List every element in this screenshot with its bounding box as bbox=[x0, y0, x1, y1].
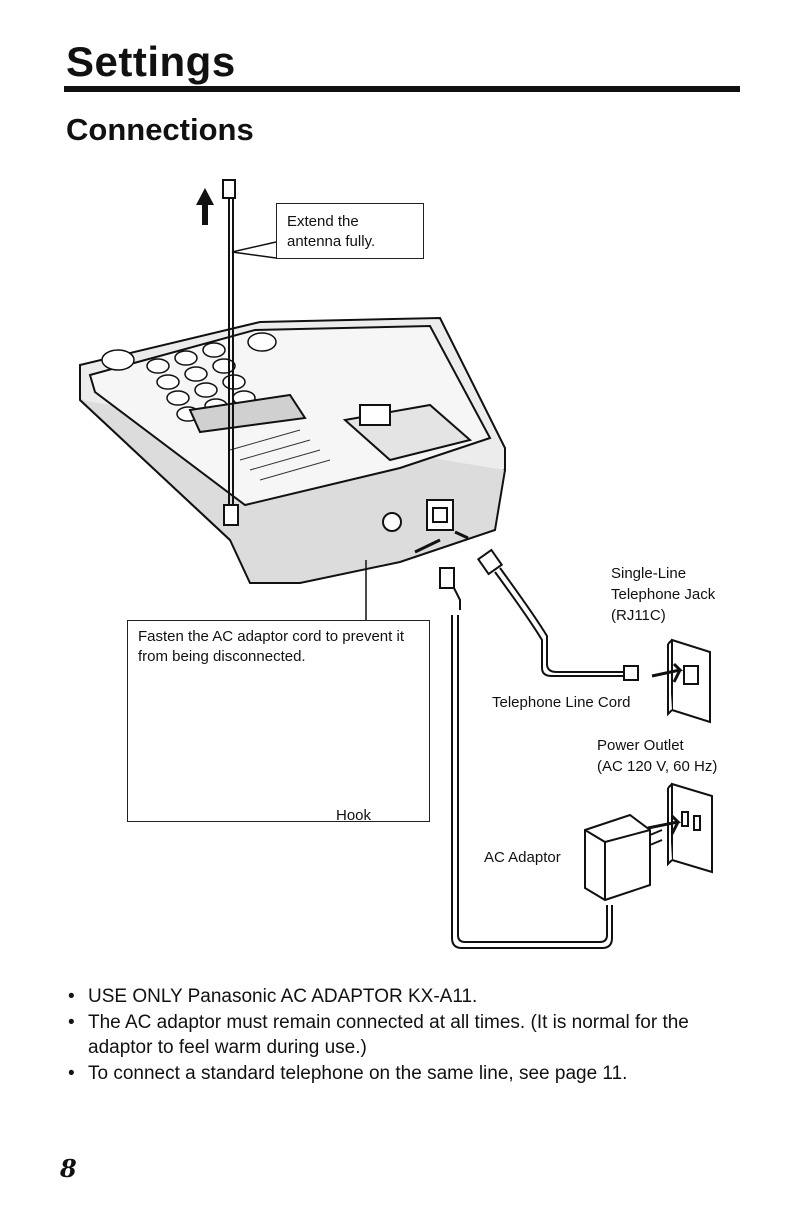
power-outlet-label: Power Outlet (AC 120 V, 60 Hz) bbox=[597, 735, 717, 777]
up-arrow-icon bbox=[196, 188, 214, 225]
hook-label: Hook bbox=[336, 807, 372, 824]
fasten-cord-callout-text: Fasten the AC adaptor cord to prevent it… bbox=[138, 628, 404, 665]
telephone-line-cord-label: Telephone Line Cord bbox=[492, 694, 631, 711]
page-number: 8 bbox=[60, 1154, 77, 1183]
ac-adaptor-illustration bbox=[584, 813, 663, 902]
ac-adaptor-label: AC Adaptor bbox=[484, 849, 561, 866]
page-title: Settings bbox=[66, 38, 236, 85]
antenna-callout: Extend the antenna fully. bbox=[276, 203, 424, 259]
title-rule bbox=[64, 86, 740, 92]
section-title: Connections bbox=[66, 112, 254, 147]
telephone-line-cord-illustration bbox=[476, 548, 639, 681]
note-item: The AC adaptor must remain connected at … bbox=[62, 1010, 752, 1060]
antenna-callout-text: Extend the antenna fully. bbox=[287, 213, 376, 250]
telephone-jack-label-line: (RJ11C) bbox=[611, 607, 666, 624]
telephone-jack-label-line: Single-Line bbox=[611, 565, 687, 582]
note-item: USE ONLY Panasonic AC ADAPTOR KX-A11. bbox=[62, 984, 752, 1009]
power-cord-illustration bbox=[439, 567, 613, 949]
telephone-jack-label-line: Telephone Jack bbox=[611, 586, 716, 603]
notes-list: USE ONLY Panasonic AC ADAPTOR KX-A11. Th… bbox=[62, 984, 752, 1087]
power-outlet-label-line: (AC 120 V, 60 Hz) bbox=[597, 758, 718, 775]
telephone-jack-label: Single-Line Telephone Jack (RJ11C) bbox=[611, 563, 715, 626]
base-unit-illustration bbox=[79, 316, 506, 584]
power-outlet-illustration bbox=[667, 782, 713, 874]
telephone-jack-illustration bbox=[667, 638, 711, 724]
note-item: To connect a standard telephone on the s… bbox=[62, 1061, 752, 1086]
power-outlet-label-line: Power Outlet bbox=[597, 737, 684, 754]
fasten-cord-callout: Fasten the AC adaptor cord to prevent it… bbox=[127, 620, 430, 822]
